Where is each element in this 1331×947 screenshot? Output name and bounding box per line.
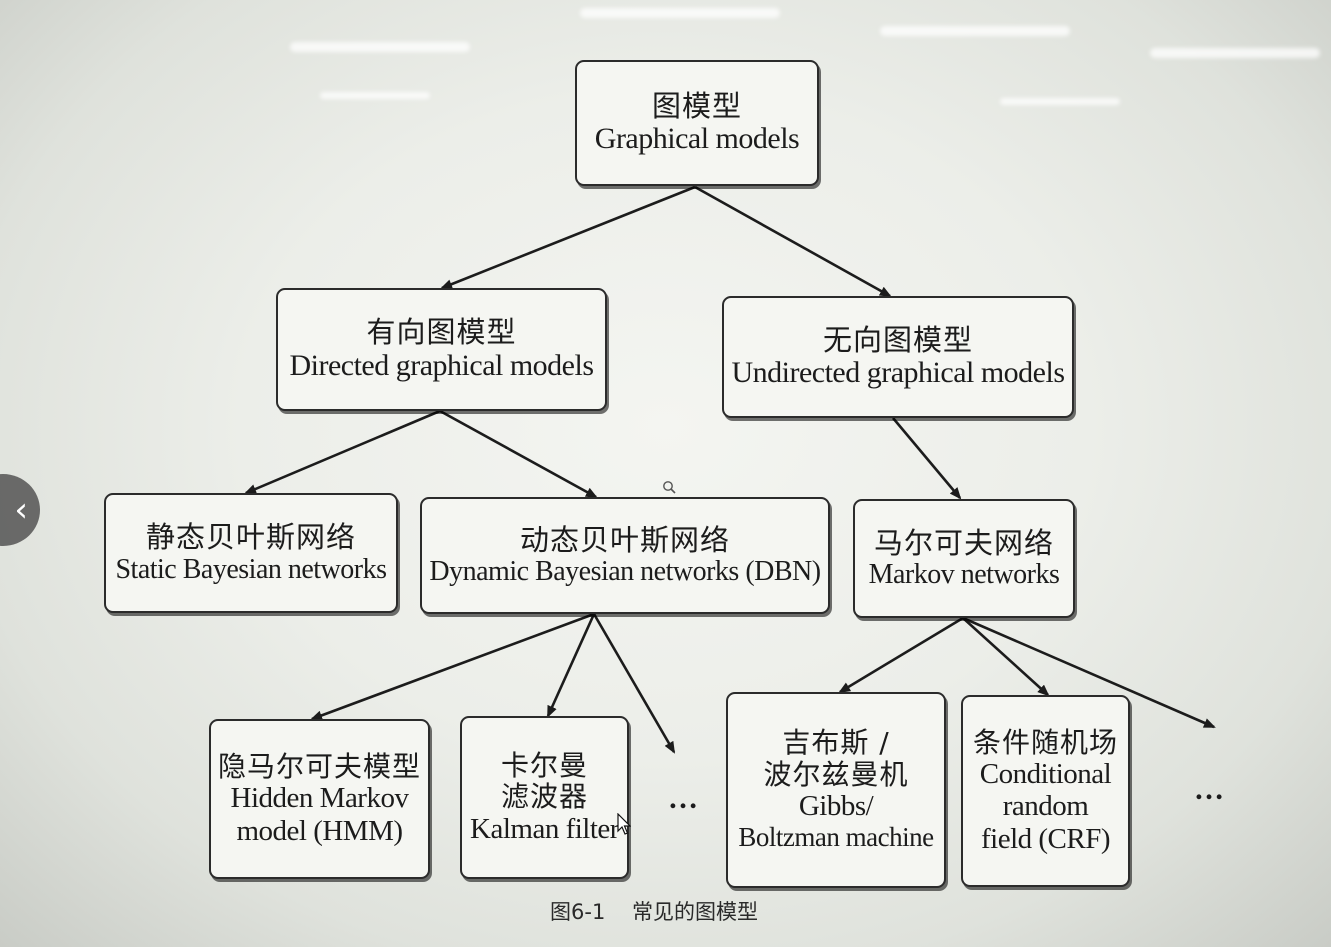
edge-root-undirected [694, 185, 892, 298]
node-dynamic-en: Dynamic Bayesian networks (DBN) [429, 556, 821, 588]
node-dynamic-zh: 动态贝叶斯网络 [519, 522, 730, 557]
node-undirected-graphical-models: 无向图模型 Undirected graphical models [722, 296, 1074, 418]
node-kalman-zh-line1: 卡尔曼 [500, 748, 588, 782]
node-directed-zh: 有向图模型 [366, 315, 517, 350]
edge-undirected-markov [892, 417, 962, 500]
chevron-left-icon: ‹ [14, 490, 28, 530]
ellipsis-dbn-more: … [668, 782, 699, 815]
node-static-bayesian-networks: 静态贝叶斯网络 Static Bayesian networks [104, 493, 398, 613]
node-directed-graphical-models: 有向图模型 Directed graphical models [276, 288, 607, 411]
edge-dynamic-kalman [546, 613, 596, 718]
zoom-icon [662, 480, 676, 494]
node-graphical-models-zh: 图模型 [651, 88, 742, 123]
node-undirected-en: Undirected graphical models [731, 356, 1065, 390]
node-directed-en: Directed graphical models [289, 348, 594, 382]
node-crf-en-line2: random [1002, 790, 1089, 823]
node-static-zh: 静态贝叶斯网络 [145, 520, 356, 555]
ceiling-light-reflection [320, 92, 430, 99]
node-hmm-en-line2: model (HMM) [236, 814, 403, 847]
node-gibbs-zh-line1: 吉布斯 / [782, 726, 890, 760]
node-conditional-random-field: 条件随机场 Conditional random field (CRF) [961, 695, 1130, 887]
node-hmm-en-line1: Hidden Markov [230, 782, 409, 815]
node-dynamic-bayesian-networks: 动态贝叶斯网络 Dynamic Bayesian networks (DBN) [420, 497, 830, 614]
node-kalman-en: Kalman filter [470, 812, 619, 845]
node-gibbs-en-line2: Boltzman machine [738, 822, 934, 853]
figure-caption: 图6-1 常见的图模型 [550, 900, 758, 924]
node-hidden-markov-model: 隐马尔可夫模型 Hidden Markov model (HMM) [209, 719, 430, 879]
edge-markov-gibbs [838, 616, 964, 694]
node-markov-networks: 马尔可夫网络 Markov networks [853, 499, 1075, 618]
node-crf-en-line3: field (CRF) [980, 822, 1111, 855]
node-gibbs-en-line1: Gibbs/ [798, 790, 874, 822]
node-static-en: Static Bayesian networks [115, 553, 387, 585]
ceiling-light-reflection [1150, 48, 1320, 58]
cursor-icon [617, 812, 632, 840]
ceiling-light-reflection [880, 26, 1070, 36]
node-graphical-models: 图模型 Graphical models [575, 60, 819, 186]
node-undirected-zh: 无向图模型 [822, 322, 973, 357]
edge-dynamic-hmm [310, 612, 595, 721]
node-gibbs-boltzman-machine: 吉布斯 / 波尔兹曼机 Gibbs/ Boltzman machine [726, 692, 946, 888]
node-kalman-zh-line2: 滤波器 [500, 780, 588, 814]
node-graphical-models-en: Graphical models [594, 122, 800, 156]
ceiling-light-reflection [290, 42, 470, 52]
ceiling-light-reflection [580, 8, 780, 18]
node-gibbs-zh-line2: 波尔兹曼机 [763, 757, 909, 791]
ceiling-light-reflection [1000, 98, 1120, 105]
node-crf-en-line1: Conditional [979, 757, 1112, 790]
node-kalman-filter: 卡尔曼 滤波器 Kalman filter [460, 716, 629, 879]
edge-markov-crf [962, 617, 1050, 697]
edge-root-directed [440, 185, 696, 290]
node-markov-en: Markov networks [868, 559, 1060, 591]
edge-directed-static [244, 409, 441, 495]
edge-markov-more [962, 616, 1216, 729]
edge-dynamic-more [592, 613, 676, 754]
ellipsis-markov-more: … [1194, 773, 1225, 806]
node-hmm-zh: 隐马尔可夫模型 [217, 749, 421, 783]
edge-directed-dynamic [439, 409, 598, 499]
node-markov-zh: 马尔可夫网络 [873, 525, 1054, 560]
node-crf-zh: 条件随机场 [972, 725, 1118, 759]
